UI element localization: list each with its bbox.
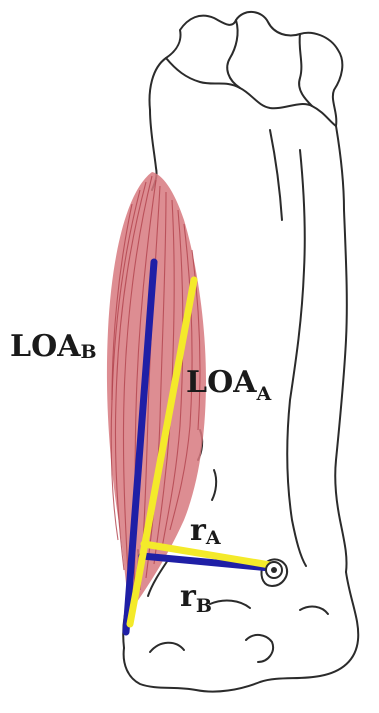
r-b-label: rB xyxy=(180,579,212,617)
loa-a-label-subscript: A xyxy=(256,383,272,405)
r-a-label: rA xyxy=(190,513,221,549)
r-b-label-subscript: B xyxy=(196,595,212,617)
r-a-label-main: r xyxy=(190,513,207,548)
r-b-label-main: r xyxy=(180,579,197,614)
loa-b-label: LOAB xyxy=(10,329,97,364)
pivot-joint xyxy=(266,562,282,578)
loa-a-label: LOAA xyxy=(186,365,272,405)
loa-b-label-main: LOA xyxy=(10,329,81,364)
r-a-label-subscript: A xyxy=(205,527,221,549)
loa-a-label-main: LOA xyxy=(186,365,257,400)
loa-b-label-subscript: B xyxy=(81,341,97,363)
